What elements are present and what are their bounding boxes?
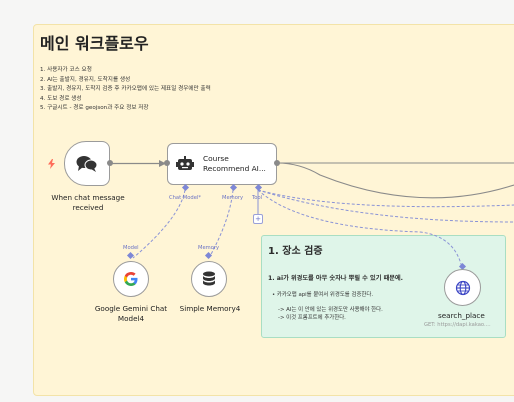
chat-bubbles-icon — [76, 155, 98, 172]
globe-icon — [455, 280, 470, 295]
step-item: 5. 구글시트 - 경로 geojson과 주요 정보 저장 — [40, 105, 149, 112]
google-icon — [124, 272, 138, 286]
ai-agent-node[interactable]: Course Recommend AI... — [167, 143, 277, 185]
note-bold-line: 1. ai가 위경도를 아무 숫자나 뿌릴 수 있기 때문에. — [268, 275, 403, 282]
database-icon — [203, 271, 215, 286]
gemini-caption-line: Model4 — [117, 314, 145, 323]
agent-input-port[interactable] — [164, 160, 170, 166]
steps-list: 1. 사용자가 코스 요청 2. AI는 출발지, 경유지, 도착지를 생성 3… — [40, 66, 211, 114]
simple-memory-node[interactable] — [191, 261, 227, 297]
step-item: 2. AI는 출발지, 경유지, 도착지를 생성 — [40, 76, 131, 83]
lightning-icon — [48, 159, 55, 169]
add-tool-button[interactable]: + — [253, 214, 263, 224]
search-caption: search_place — [438, 311, 485, 320]
memory-caption: Simple Memory4 — [179, 304, 241, 313]
search-place-node[interactable] — [444, 269, 481, 306]
step-item: 3. 출발지, 경유지, 도착지 검증 후 카카오맵에 있는 제표일 경우에만 … — [40, 86, 211, 93]
model-input-label: Model — [123, 245, 139, 251]
chat-model-port-label: Chat Model* — [169, 195, 201, 201]
gemini-caption: Google Gemini Chat Model4 — [88, 304, 174, 324]
step-item: 4. 도보 경로 생성 — [40, 95, 82, 102]
trigger-caption-line: When chat message — [51, 193, 125, 202]
search-subtitle: GET: https://dapi.kakao.... — [424, 322, 491, 328]
note-sub-line: -> AI는 이 안에 있는 위경도만 사용해야 한다. — [278, 307, 383, 313]
edge-tool — [257, 189, 463, 269]
edge-memory — [208, 189, 234, 259]
memory-port-label: Memory — [222, 195, 244, 201]
gemini-model-node[interactable] — [113, 261, 149, 297]
agent-label-line: Recommend AI... — [203, 164, 266, 173]
tool-port-label: Tool — [252, 195, 263, 201]
robot-icon — [176, 156, 194, 170]
gemini-caption-line: Google Gemini Chat — [94, 304, 168, 313]
sticky-title: 메인 워크플로우 — [40, 34, 149, 53]
edge-chat-model — [132, 189, 186, 259]
agent-output-port[interactable] — [274, 160, 280, 166]
edge-tool-2 — [257, 189, 514, 208]
agent-label: Course Recommend AI... — [203, 154, 266, 174]
edge-arrowhead — [159, 160, 166, 167]
trigger-caption-line: received — [72, 203, 104, 212]
chat-trigger-node[interactable] — [64, 141, 110, 186]
trigger-caption: When chat message received — [44, 193, 132, 213]
memory-input-label: Memory — [198, 245, 220, 251]
note-title: 1. 장소 검증 — [268, 246, 323, 257]
trigger-output-port[interactable] — [107, 160, 113, 166]
note-sub-lines: -> AI는 이 안에 있는 위경도만 사용해야 한다. -> 이것 프롬프트에… — [278, 306, 383, 322]
note-sub-line: -> 이것 프롬프트에 추가한다. — [278, 315, 346, 322]
step-item: 1. 사용자가 코스 요청 — [40, 67, 92, 73]
note-bullet: • 카카오맵 api를 붙여서 위경도를 검증한다. — [272, 292, 374, 298]
agent-label-line: Course — [203, 154, 229, 163]
edge-agent-out-2 — [276, 162, 514, 199]
edge-tool-3 — [257, 189, 514, 223]
